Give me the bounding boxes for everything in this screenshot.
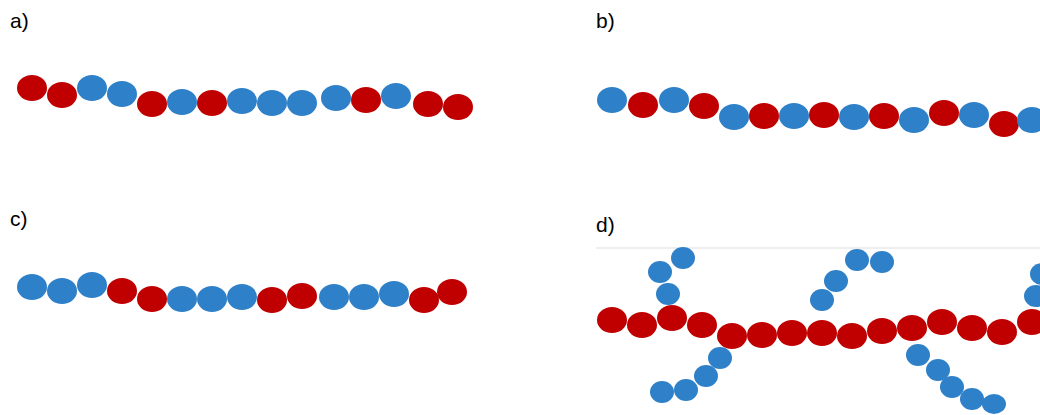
red-monomer <box>47 82 77 108</box>
red-monomer <box>747 322 777 348</box>
blue-monomer <box>960 388 984 410</box>
blue-monomer <box>671 247 695 269</box>
red-monomer <box>437 279 467 305</box>
blue-monomer <box>381 83 411 109</box>
blue-monomer <box>659 87 689 113</box>
red-monomer <box>689 93 719 119</box>
blue-monomer <box>708 347 732 369</box>
chain-b <box>597 87 1040 137</box>
red-monomer <box>351 87 381 113</box>
red-monomer <box>869 103 899 129</box>
red-monomer <box>597 307 627 333</box>
red-monomer <box>107 278 137 304</box>
panel-label: b) <box>596 8 615 33</box>
blue-monomer <box>899 107 929 133</box>
red-monomer <box>657 305 687 331</box>
red-monomer <box>287 283 317 309</box>
chain-c <box>17 272 467 313</box>
blue-monomer <box>227 284 257 310</box>
blue-monomer <box>824 270 848 292</box>
blue-monomer <box>1030 263 1040 285</box>
blue-monomer <box>870 251 894 273</box>
blue-monomer <box>47 278 77 304</box>
blue-monomer <box>349 284 379 310</box>
red-monomer <box>989 111 1019 137</box>
red-monomer <box>137 91 167 117</box>
blue-monomer <box>77 272 107 298</box>
blue-monomer <box>319 284 349 310</box>
red-monomer <box>807 320 837 346</box>
red-monomer <box>777 320 807 346</box>
blue-monomer <box>17 274 47 300</box>
red-monomer <box>197 90 227 116</box>
red-monomer <box>987 319 1017 345</box>
blue-monomer <box>656 283 680 305</box>
red-monomer <box>413 91 443 117</box>
red-monomer <box>929 100 959 126</box>
frame-line <box>596 248 1040 249</box>
blue-monomer <box>982 394 1006 414</box>
red-monomer <box>628 92 658 118</box>
blue-monomer <box>810 289 834 311</box>
red-monomer <box>409 287 439 313</box>
blue-monomer <box>779 103 809 129</box>
red-monomer <box>17 75 47 101</box>
blue-monomer <box>287 90 317 116</box>
panel-label: a) <box>10 8 29 33</box>
red-monomer <box>809 102 839 128</box>
blue-monomer <box>719 104 749 130</box>
graft-backbone <box>597 305 1040 349</box>
red-monomer <box>927 309 957 335</box>
blue-monomer <box>107 81 137 107</box>
blue-monomer <box>845 249 869 271</box>
red-monomer <box>867 318 897 344</box>
panel-label: c) <box>10 206 28 231</box>
blue-monomer <box>1024 285 1040 307</box>
chain-a <box>17 75 473 120</box>
blue-monomer <box>959 102 989 128</box>
blue-monomer <box>597 87 627 113</box>
red-monomer <box>749 103 779 129</box>
red-monomer <box>1017 309 1040 335</box>
blue-monomer <box>648 261 672 283</box>
blue-monomer <box>1017 107 1040 133</box>
red-monomer <box>837 323 867 349</box>
blue-monomer <box>940 376 964 398</box>
red-monomer <box>627 312 657 338</box>
red-monomer <box>443 94 473 120</box>
blue-monomer <box>197 286 227 312</box>
red-monomer <box>717 323 747 349</box>
blue-monomer <box>167 286 197 312</box>
blue-monomer <box>906 344 930 366</box>
red-monomer <box>137 286 167 312</box>
graft-branches <box>648 247 1040 414</box>
blue-monomer <box>379 281 409 307</box>
blue-monomer <box>257 90 287 116</box>
panel-label: d) <box>596 212 615 237</box>
red-monomer <box>257 287 287 313</box>
red-monomer <box>897 315 927 341</box>
red-monomer <box>687 312 717 338</box>
red-monomer <box>957 315 987 341</box>
blue-monomer <box>77 75 107 101</box>
blue-monomer <box>839 104 869 130</box>
blue-monomer <box>650 381 674 403</box>
blue-monomer <box>227 88 257 114</box>
blue-monomer <box>694 365 718 387</box>
blue-monomer <box>321 85 351 111</box>
blue-monomer <box>167 89 197 115</box>
blue-monomer <box>674 379 698 401</box>
